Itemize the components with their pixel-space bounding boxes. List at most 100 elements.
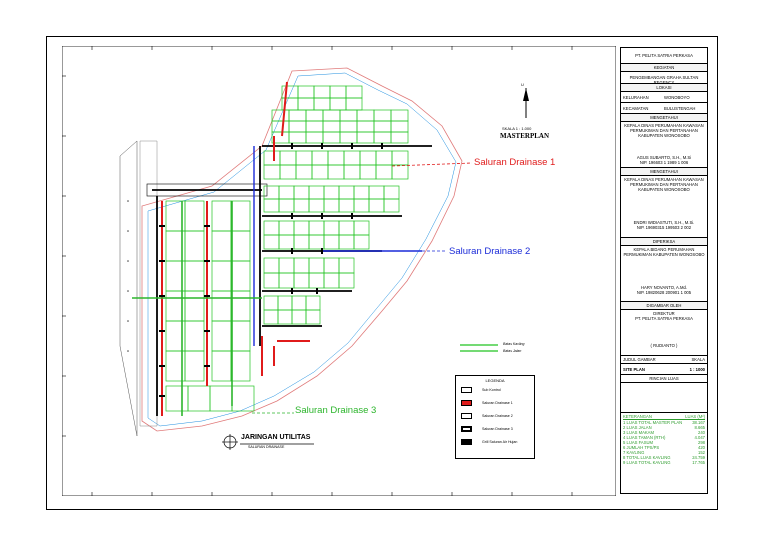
approval3-section: KEPALA BIDANG PERUMAHAN PERMUKIMAN KABUP… <box>621 246 707 302</box>
lot-parcel <box>305 109 324 122</box>
lot-parcel <box>323 257 340 274</box>
masterplan-title: MASTERPLAN <box>500 132 550 140</box>
lot-parcel <box>230 260 251 292</box>
legend-swatch-grill <box>461 438 472 445</box>
lot-parcel <box>353 234 370 250</box>
lot-parcel <box>277 295 293 311</box>
lot-parcel <box>311 164 329 180</box>
lot-parcel <box>231 385 255 412</box>
area-table-cell-ket: 5 LUAS FASUM <box>623 440 654 445</box>
lot-parcel <box>263 234 280 250</box>
area-table-cell-luas: 240 <box>698 430 705 435</box>
area-table-cell-ket: 6 JUMLAH TPS/PS <box>623 445 660 450</box>
drainage-2-label: Saluran Drainase 2 <box>449 246 531 257</box>
legend-item-label: Saluran Drainase 1 <box>482 400 513 405</box>
rincian-label: RINCIAN LUAS <box>621 375 707 383</box>
legend-item-label: Saluran Drainase 3 <box>482 426 513 431</box>
road-network <box>156 145 432 416</box>
area-table-header-luas: LUAS (M²) <box>685 414 705 419</box>
legend-item-label: Saluran Drainase 2 <box>482 413 513 418</box>
lot-parcel <box>308 257 325 274</box>
lot-parcel <box>263 220 280 236</box>
area-table-cell-ket: 7 KAVLING <box>623 450 645 455</box>
area-table-cell-luas: 298 <box>698 440 705 445</box>
lot-parcel <box>293 272 310 289</box>
lot-parcel <box>329 85 347 99</box>
lot-parcel <box>288 120 307 133</box>
lot-parcel <box>338 198 355 213</box>
lot-parcel <box>329 97 347 111</box>
legend-item-label: Sub Kontrol <box>482 387 501 392</box>
lot-parcel <box>323 272 340 289</box>
lot-parcel <box>339 131 358 144</box>
lot-parcel <box>293 198 310 213</box>
lot-parcel <box>278 220 295 236</box>
approval4-name: ( RUDIANTO ) <box>650 343 678 348</box>
lot-parcel <box>278 257 295 274</box>
legend-item: Saluran Drainase 1 <box>456 396 534 409</box>
lot-parcel <box>356 120 375 133</box>
lot-parcel <box>359 164 377 180</box>
lot-parcel <box>305 309 321 325</box>
legend-box: LEGENDA Sub Kontrol Saluran Drainase 1 S… <box>455 375 535 459</box>
approval2-section: KEPALA DINAS PERUMAHAN KAWASAN PERMUKIMA… <box>621 176 707 238</box>
lot-parcel <box>230 200 251 232</box>
approval4-company: PT. PELITA SATRIA PERKASA <box>635 316 693 321</box>
lot-parcel <box>211 200 232 232</box>
lot-parcel <box>263 185 280 200</box>
lot-parcel <box>339 120 358 133</box>
lot-parcel <box>293 234 310 250</box>
lot-parcel <box>313 97 331 111</box>
lot-parcel <box>230 350 251 382</box>
kelurahan-value: WONOBOYO <box>664 95 690 100</box>
lot-parcel <box>356 131 375 144</box>
approval2-name: ENDRI WIDIASTUTI, S.H., M.Si. <box>633 220 695 225</box>
lot-parcel <box>311 150 329 166</box>
judul-value-row: SITE PLAN 1 : 1000 <box>621 364 707 375</box>
area-table-header-ket: KETERANGAN <box>623 414 652 419</box>
lot-parcel <box>278 272 295 289</box>
drainage-1-lines <box>161 81 310 416</box>
legend-item: Grill Saluran Air Hujan <box>456 435 534 448</box>
lot-parcel <box>211 290 232 322</box>
spacer-row <box>621 383 707 413</box>
lot-parcel <box>184 320 205 352</box>
area-table-cell-ket: 3 LUAS MAKAM <box>623 430 654 435</box>
lot-parcel <box>308 198 325 213</box>
legend-item-label: Grill Saluran Air Hujan <box>482 439 518 444</box>
approval2-body: KEPALA DINAS PERUMAHAN KAWASAN PERMUKIMA… <box>624 177 704 192</box>
lot-parcel <box>353 220 370 236</box>
lot-parcel <box>390 120 409 133</box>
area-table-cell-luas: 4.047 <box>694 435 705 440</box>
line-legend-2: Batas Jalan <box>503 349 522 353</box>
lot-parcel <box>211 350 232 382</box>
lot-grid <box>165 85 409 412</box>
kecamatan-value: BULUSTENGAH <box>664 106 696 111</box>
lot-parcel <box>184 200 205 232</box>
legend-item: Saluran Drainase 3 <box>456 422 534 435</box>
lot-parcel <box>323 234 340 250</box>
lot-parcel <box>368 185 385 200</box>
lot-parcel <box>308 185 325 200</box>
lot-parcel <box>293 257 310 274</box>
lot-parcel <box>375 150 393 166</box>
jaringan-title: JARINGAN UTILITAS <box>241 434 311 441</box>
approval1-body: KEPALA DINAS PERUMAHAN KAWASAN PERMUKIMA… <box>624 123 704 138</box>
lot-parcel <box>263 309 279 325</box>
lot-parcel <box>338 272 355 289</box>
lot-parcel <box>295 164 313 180</box>
lot-parcel <box>345 85 363 99</box>
lot-parcel <box>375 164 393 180</box>
area-table-row: 3 LUAS MAKAM 240 <box>623 430 705 435</box>
area-table-cell-ket: 2 LUAS JALAN <box>623 425 652 430</box>
lot-parcel <box>338 220 355 236</box>
kecamatan-label: KECAMATAN <box>623 106 649 111</box>
lot-parcel <box>359 150 377 166</box>
compass-icon <box>222 434 238 450</box>
area-table: KETERANGAN LUAS (M²) 1 LUAS TOTAL MASTER… <box>621 413 707 466</box>
lot-parcel <box>184 350 205 382</box>
lot-parcel <box>338 234 355 250</box>
jaringan-subtitle: SALURAN DRAINASE <box>248 445 285 449</box>
